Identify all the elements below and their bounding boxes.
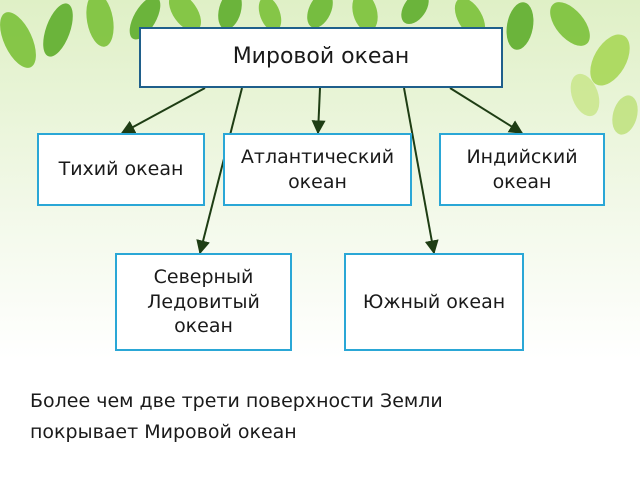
node-atlantic-line-2: океан bbox=[288, 170, 347, 193]
caption-line-2: покрывает Мировой океан bbox=[30, 421, 297, 444]
root-node: Мировой океан bbox=[139, 27, 503, 88]
node-pacific: Тихий океан bbox=[37, 133, 205, 206]
node-southern-label: Южный океан bbox=[362, 290, 506, 313]
arrow-to-southern bbox=[403, 87, 439, 255]
node-indian: Индийский океан bbox=[439, 133, 605, 206]
node-southern: Южный океан bbox=[344, 253, 524, 351]
arrow-to-pacific bbox=[120, 87, 206, 134]
arrow-to-atlantic bbox=[311, 87, 326, 135]
arrow-to-arctic bbox=[196, 87, 243, 255]
node-indian-line-1: Индийский bbox=[466, 145, 578, 168]
node-pacific-label: Тихий океан bbox=[58, 158, 184, 181]
caption-line-1: Более чем две трети поверхности Земли bbox=[30, 390, 443, 412]
arrow-to-indian bbox=[449, 87, 524, 134]
root-node-label: Мировой океан bbox=[232, 44, 410, 70]
node-arctic-line-1: Северный bbox=[153, 265, 254, 288]
caption: Более чем две трети поверхности Земли по… bbox=[30, 386, 590, 449]
node-atlantic: Атлантический океан bbox=[223, 133, 412, 206]
node-atlantic-line-1: Атлантический bbox=[240, 145, 395, 168]
node-arctic-line-3: океан bbox=[174, 315, 233, 338]
node-arctic: Северный Ледовитый океан bbox=[115, 253, 292, 351]
node-arctic-line-2: Ледовитый bbox=[147, 290, 260, 313]
node-indian-line-2: океан bbox=[492, 170, 552, 193]
